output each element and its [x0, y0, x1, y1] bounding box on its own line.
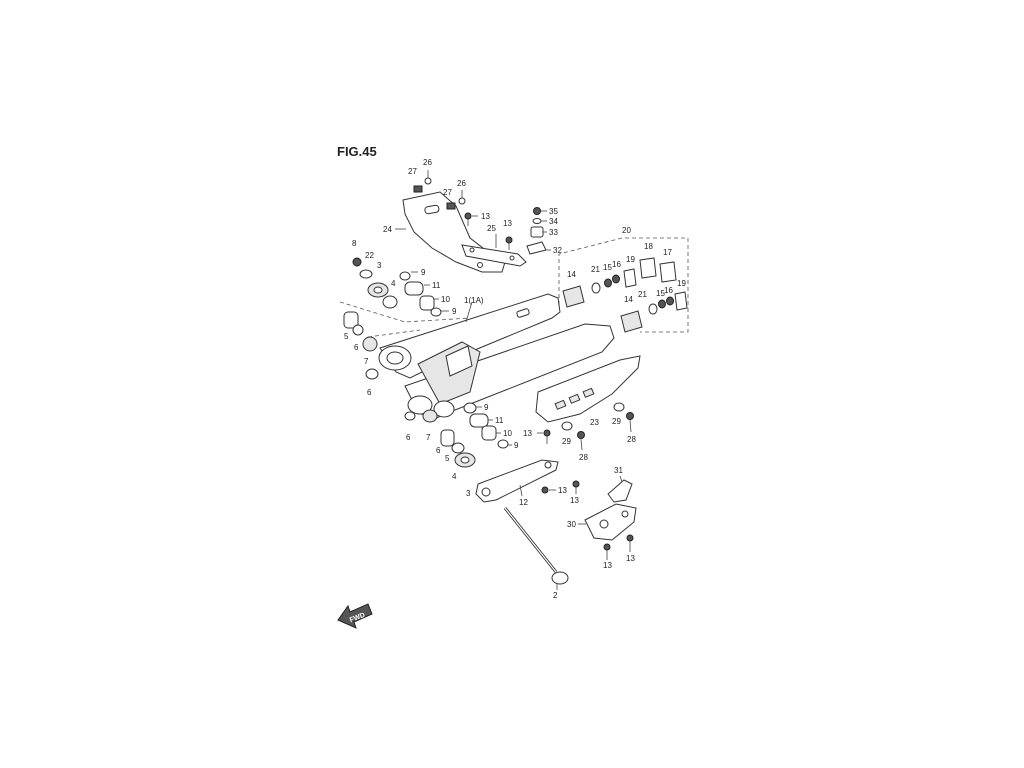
- callout-11a: 11: [432, 281, 441, 290]
- chain-case-23: [535, 355, 641, 423]
- callout-28b: 28: [627, 435, 636, 444]
- callout-6d: 6: [436, 446, 441, 455]
- bolt-13-lower-b: [603, 543, 611, 560]
- callout-16a: 16: [612, 260, 621, 269]
- bolt-13-link: [541, 486, 556, 494]
- callout-10a: 10: [441, 295, 450, 304]
- callout-10b: 10: [503, 429, 512, 438]
- callout-34: 34: [549, 217, 558, 226]
- callout-14a: 14: [567, 270, 576, 279]
- callout-17: 17: [663, 248, 672, 257]
- bolt-13-mid: [537, 429, 551, 444]
- callout-13b: 13: [503, 219, 512, 228]
- callout-21b: 21: [638, 290, 647, 299]
- link-12: [475, 459, 559, 503]
- bracket-25: [461, 244, 527, 267]
- callout-4b: 4: [452, 472, 457, 481]
- pivot-bushings-left: [343, 311, 379, 380]
- fastener-28-29-a: [561, 421, 585, 451]
- callout-7a: 7: [364, 357, 369, 366]
- callout-19b: 19: [677, 279, 686, 288]
- callout-18: 18: [644, 242, 653, 251]
- slider-31: [607, 479, 633, 503]
- callout-5a: 5: [344, 332, 349, 341]
- callout-27b: 27: [443, 188, 452, 197]
- callout-29b: 29: [612, 417, 621, 426]
- bolt-13-bracket: [505, 236, 513, 250]
- callout-13g: 13: [626, 554, 635, 563]
- fastener-stack-32-35: [526, 207, 551, 255]
- callout-35: 35: [549, 207, 558, 216]
- callout-13c: 13: [523, 429, 532, 438]
- callout-7b: 7: [426, 433, 431, 442]
- callout-11b: 11: [495, 416, 504, 425]
- callout-16b: 16: [664, 286, 673, 295]
- bolt-13-lower-c: [626, 534, 634, 552]
- callout-15a: 15: [603, 263, 612, 272]
- adjuster-set-upper: [562, 257, 677, 308]
- bracket-30: [584, 503, 637, 541]
- callout-4a: 4: [391, 279, 396, 288]
- callout-21a: 21: [591, 265, 600, 274]
- callout-30: 30: [567, 520, 576, 529]
- callout-9c: 9: [484, 403, 489, 412]
- callout-20: 20: [622, 226, 631, 235]
- callout-13a: 13: [481, 212, 490, 221]
- screw-26-27-b: [446, 190, 466, 210]
- callout-9d: 9: [514, 441, 519, 450]
- swing-arm-1: [378, 293, 615, 421]
- callout-23: 23: [590, 418, 599, 427]
- callout-28a: 28: [579, 453, 588, 462]
- fastener-28-29-b: [613, 402, 634, 433]
- callout-14b: 14: [624, 295, 633, 304]
- callout-2: 2: [553, 591, 558, 600]
- callout-26a: 26: [423, 158, 432, 167]
- callout-32: 32: [553, 246, 562, 255]
- callout-3a: 3: [377, 261, 382, 270]
- callout-13f: 13: [603, 561, 612, 570]
- callout-22: 22: [365, 251, 374, 260]
- callout-13d: 13: [558, 486, 567, 495]
- callout-33: 33: [549, 228, 558, 237]
- callout-6a: 6: [354, 343, 359, 352]
- screw-26-27-a: [413, 170, 432, 193]
- callout-1: 1(1A): [464, 296, 484, 305]
- pivot-hardware-upper: [352, 257, 442, 317]
- callout-9a: 9: [421, 268, 426, 277]
- callout-6b: 6: [367, 388, 372, 397]
- callout-9b: 9: [452, 307, 457, 316]
- callout-25: 25: [487, 224, 496, 233]
- callout-8: 8: [352, 239, 357, 248]
- axle-2: [503, 507, 569, 585]
- callout-6c: 6: [406, 433, 411, 442]
- figure-title: FIG.45: [337, 144, 377, 159]
- callout-27a: 27: [408, 167, 417, 176]
- callout-24: 24: [383, 225, 392, 234]
- callout-26b: 26: [457, 179, 466, 188]
- callout-31: 31: [614, 466, 623, 475]
- callout-3b: 3: [466, 489, 471, 498]
- bolt-13-lower-a: [572, 480, 580, 494]
- callout-29a: 29: [562, 437, 571, 446]
- bolt-13-cover: [464, 212, 478, 226]
- callout-13e: 13: [570, 496, 579, 505]
- callout-19a: 19: [626, 255, 635, 264]
- adjuster-set-lower: [620, 291, 688, 333]
- callout-5b: 5: [445, 454, 450, 463]
- forward-direction-arrow: FWD: [337, 603, 373, 629]
- callout-12: 12: [519, 498, 528, 507]
- callout-15b: 15: [656, 289, 665, 298]
